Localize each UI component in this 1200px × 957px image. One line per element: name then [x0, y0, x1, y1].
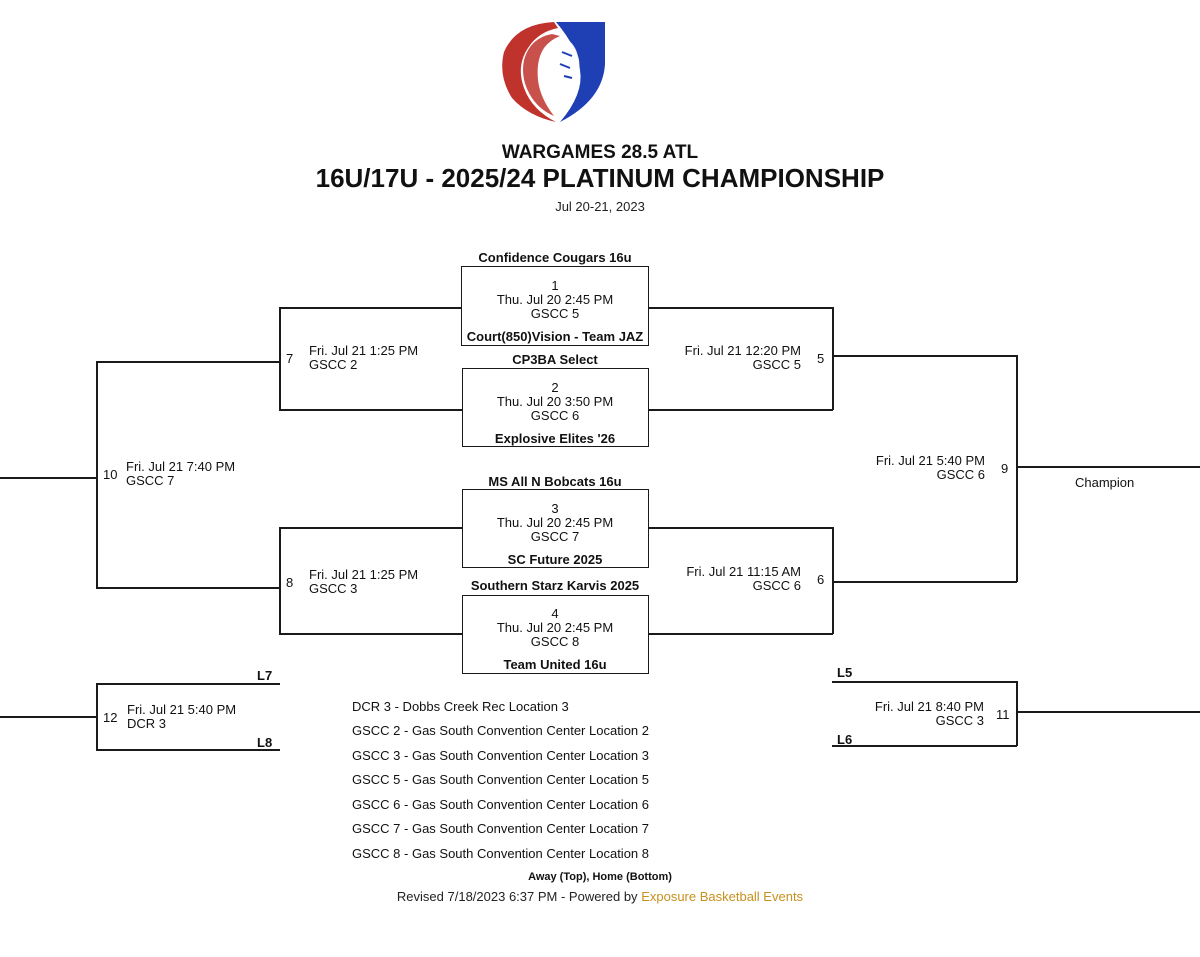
game-2-location: GSCC 6 [530, 408, 580, 423]
game-2-number: 2 [551, 380, 559, 395]
game-5-location: GSCC 5 [752, 357, 801, 372]
location-legend-item: GSCC 8 - Gas South Convention Center Loc… [352, 846, 649, 861]
game-3-away-team[interactable]: MS All N Bobcats 16u [488, 474, 622, 489]
location-legend-item: GSCC 5 - Gas South Convention Center Loc… [352, 772, 649, 787]
game-12-bottom-slot: L8 [257, 735, 273, 750]
game-9-location: GSCC 6 [936, 467, 985, 482]
game-10-number: 10 [103, 467, 118, 482]
location-legend-item: GSCC 3 - Gas South Convention Center Loc… [352, 748, 649, 763]
event-title: WARGAMES 28.5 ATL [501, 142, 699, 163]
game-7-time: Fri. Jul 21 1:25 PM [309, 343, 419, 358]
game-12-number: 12 [103, 710, 118, 725]
game-1-home-team[interactable]: Court(850)Vision - Team JAZ [466, 329, 644, 344]
game-4-box[interactable] [462, 595, 649, 674]
game-10-time: Fri. Jul 21 7:40 PM [126, 459, 236, 474]
game-1-time: Thu. Jul 20 2:45 PM [496, 292, 614, 307]
game-1-away-team[interactable]: Confidence Cougars 16u [478, 250, 632, 265]
game-4-time: Thu. Jul 20 2:45 PM [496, 620, 614, 635]
logo-mane-red [502, 22, 558, 122]
location-legend-item: GSCC 6 - Gas South Convention Center Loc… [352, 797, 649, 812]
game-5-number: 5 [817, 351, 825, 366]
game-4-number: 4 [551, 606, 559, 621]
game-6-number: 6 [817, 572, 825, 587]
game-11-time: Fri. Jul 21 8:40 PM [874, 699, 984, 714]
game-6-location: GSCC 6 [752, 578, 801, 593]
location-legend-item: DCR 3 - Dobbs Creek Rec Location 3 [352, 699, 569, 714]
game-10-location: GSCC 7 [126, 473, 175, 488]
champion-label: Champion [1075, 475, 1135, 490]
game-2-away-team[interactable]: CP3BA Select [512, 352, 598, 367]
game-11-top-slot: L5 [837, 665, 853, 680]
game-2-home-team[interactable]: Explosive Elites '26 [494, 431, 616, 446]
game-8-location: GSCC 3 [309, 581, 358, 596]
location-legend-item: GSCC 2 - Gas South Convention Center Loc… [352, 723, 649, 738]
game-4-away-team[interactable]: Southern Starz Karvis 2025 [470, 578, 640, 593]
game-2-time: Thu. Jul 20 3:50 PM [496, 394, 614, 409]
game-3-time: Thu. Jul 20 2:45 PM [496, 515, 614, 530]
location-legend-item: GSCC 7 - Gas South Convention Center Loc… [352, 821, 649, 836]
exposure-link[interactable]: Exposure Basketball Events [641, 889, 804, 904]
game-4-location: GSCC 8 [530, 634, 580, 649]
game-1-location: GSCC 5 [530, 306, 580, 321]
game-8-time: Fri. Jul 21 1:25 PM [309, 567, 419, 582]
game-6-time: Fri. Jul 21 11:15 AM [686, 564, 801, 579]
game-3-home-team[interactable]: SC Future 2025 [507, 552, 603, 567]
game-12-location: DCR 3 [127, 716, 167, 731]
game-3-location: GSCC 7 [530, 529, 580, 544]
game-3-box[interactable] [462, 489, 649, 568]
game-1-box[interactable] [461, 266, 649, 346]
logo-shield-blue [556, 22, 605, 122]
game-11-number: 11 [996, 707, 1010, 722]
revised-text: Revised 7/18/2023 6:37 PM - Powered by [396, 889, 642, 904]
game-4-home-team[interactable]: Team United 16u [503, 657, 607, 672]
division-title: 16U/17U - 2025/24 PLATINUM CHAMPIONSHIP [315, 163, 885, 193]
game-5-time: Fri. Jul 21 12:20 PM [684, 343, 801, 358]
game-11-location: GSCC 3 [935, 713, 984, 728]
game-9-number: 9 [1001, 461, 1009, 476]
game-11-bottom-slot: L6 [837, 732, 853, 747]
event-dates: Jul 20-21, 2023 [555, 199, 645, 214]
game-8-number: 8 [286, 575, 294, 590]
home-away-note: Away (Top), Home (Bottom) [528, 871, 672, 883]
game-12-top-slot: L7 [257, 668, 273, 683]
revised-footer: Revised 7/18/2023 6:37 PM - Powered by E… [0, 889, 1200, 904]
game-2-box[interactable] [462, 368, 649, 447]
game-7-location: GSCC 2 [309, 357, 358, 372]
logo-mane-inner [523, 34, 560, 116]
game-9-time: Fri. Jul 21 5:40 PM [875, 453, 985, 468]
lion-shield-logo [502, 22, 605, 122]
game-3-number: 3 [551, 501, 559, 516]
game-12-time: Fri. Jul 21 5:40 PM [127, 702, 237, 717]
game-7-number: 7 [286, 351, 294, 366]
logo-lion-face [553, 36, 580, 106]
game-1-number: 1 [551, 278, 559, 293]
